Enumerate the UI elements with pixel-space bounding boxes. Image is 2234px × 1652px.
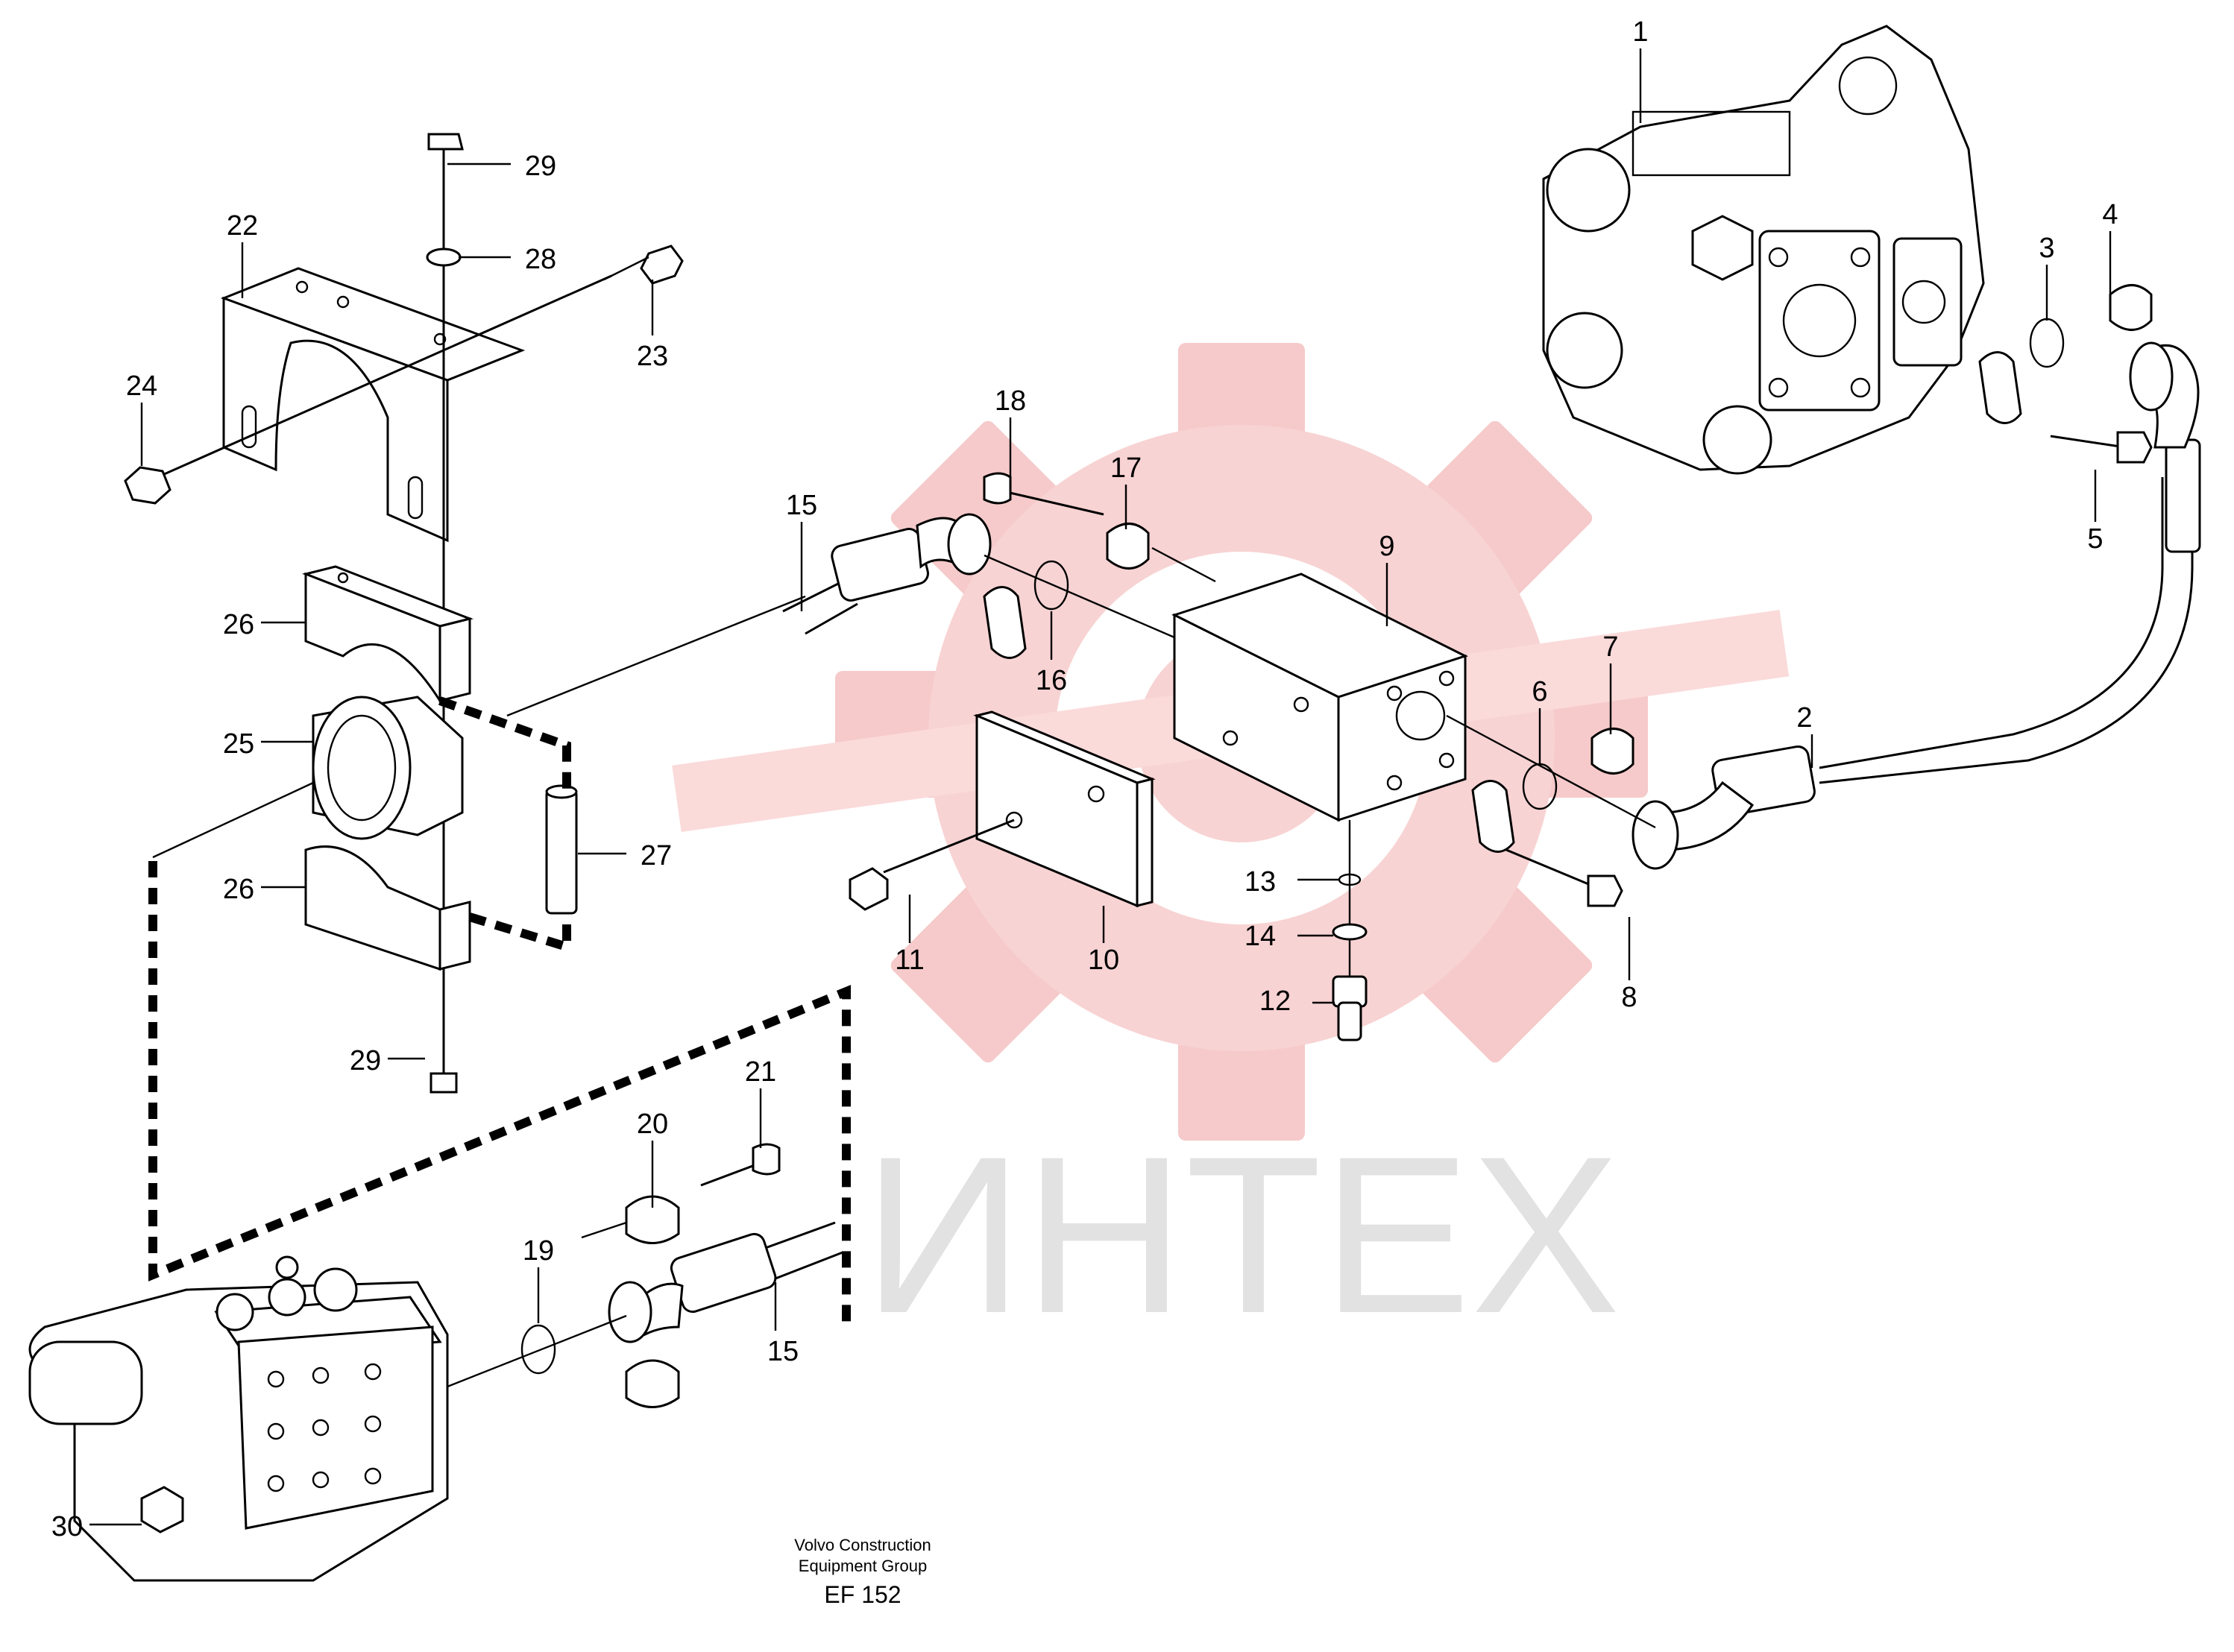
clamp-part-7	[1590, 728, 1634, 775]
plate-part-10	[973, 710, 1156, 908]
o-ring-part-19	[520, 1324, 556, 1375]
label-19: 19	[523, 1235, 554, 1267]
nut-part-24	[124, 466, 172, 505]
leader-lines	[89, 48, 2112, 1526]
bracket-part-22	[220, 267, 526, 543]
clamp-part-25	[312, 696, 464, 840]
clamp-half-near-block	[1471, 780, 1515, 853]
center-line-17	[1151, 546, 1216, 583]
bolt-part-8	[1505, 848, 1623, 907]
label-11: 11	[895, 945, 924, 976]
bolt-part-29-upper	[427, 133, 464, 151]
bolt-part-29-lower	[430, 969, 458, 1094]
label-18: 18	[995, 385, 1026, 417]
label-13: 13	[1245, 866, 1276, 898]
clamp-half-near-pump	[1978, 351, 2022, 424]
label-20: 20	[637, 1109, 668, 1140]
label-22: 22	[227, 210, 258, 242]
label-27: 27	[641, 840, 672, 871]
label-12: 12	[1259, 986, 1291, 1017]
label-30: 30	[51, 1511, 83, 1542]
label-25: 25	[223, 728, 254, 760]
o-ring-part-16	[1033, 560, 1069, 611]
bolt-part-23	[148, 245, 684, 482]
watermark-text: ИНТЕХ	[863, 1109, 1620, 1360]
washer-part-28	[426, 248, 462, 267]
label-6: 6	[1532, 676, 1547, 707]
label-3: 3	[2039, 233, 2054, 264]
label-24: 24	[126, 371, 157, 402]
center-line-25-to-15	[506, 595, 806, 717]
label-14: 14	[1245, 921, 1276, 952]
label-7: 7	[1602, 631, 1618, 663]
footer-company-line2: Equipment Group	[799, 1557, 927, 1575]
clamp-part-20	[625, 1195, 680, 1244]
label-29-upper: 29	[525, 151, 556, 182]
bolt-part-5	[2050, 431, 2153, 464]
label-10: 10	[1088, 945, 1119, 976]
callout-numbers: 1 2 3 4 5 6 7 8 9 10 11 12 13 14 15 15 1…	[51, 16, 2118, 1542]
bolt-part-11	[849, 819, 1015, 911]
pump-part-1	[1542, 25, 1985, 475]
label-23: 23	[637, 341, 668, 372]
valve-block-part-9	[1171, 573, 1468, 822]
clamp-part-26-upper	[302, 565, 473, 705]
dashed-link-long	[148, 861, 851, 1327]
label-5: 5	[2087, 523, 2103, 555]
label-8: 8	[1621, 982, 1637, 1013]
footer-reference-code: EF 152	[824, 1581, 901, 1608]
label-26-lower: 26	[223, 874, 254, 905]
center-line-30-to-15	[447, 1314, 627, 1388]
hose-part-15-lower	[608, 1221, 843, 1343]
dashed-link-upper	[438, 696, 571, 790]
hose-part-15-upper	[782, 513, 992, 635]
center-line-25-left	[152, 781, 314, 859]
bolt-part-18	[983, 472, 1104, 516]
center-line-20	[581, 1221, 627, 1239]
label-4: 4	[2102, 199, 2118, 230]
center-line-block-to-2	[1446, 714, 1656, 829]
label-29-lower: 29	[350, 1045, 381, 1076]
clamp-half-part-16-area	[983, 586, 1027, 659]
spacer-part-27	[545, 784, 578, 915]
control-valve-part-30	[28, 1255, 449, 1582]
label-2: 2	[1796, 702, 1812, 734]
clamp-part-26-lower	[304, 845, 471, 971]
clamp-half-part-15-lower	[625, 1359, 680, 1408]
label-28: 28	[525, 244, 556, 275]
label-21: 21	[745, 1056, 776, 1088]
label-15-upper: 15	[786, 490, 817, 521]
o-ring-part-3	[2029, 318, 2065, 368]
label-9: 9	[1379, 531, 1394, 562]
footer-company-line1: Volvo Construction	[794, 1536, 931, 1554]
dashed-link-lower	[468, 912, 571, 953]
footer-block: Volvo Construction Equipment Group EF 15…	[794, 1536, 931, 1608]
label-16: 16	[1036, 665, 1067, 696]
label-26-upper: 26	[223, 609, 254, 640]
nipple-part-12	[1332, 975, 1368, 1041]
clamp-part-17	[1106, 523, 1150, 570]
center-line-15-to-block	[984, 554, 1175, 639]
hose-part-2	[1632, 341, 2201, 870]
clamp-part-4	[2109, 284, 2153, 331]
label-17: 17	[1110, 453, 1142, 484]
bolt-part-21	[700, 1143, 781, 1187]
label-1: 1	[1632, 16, 1648, 48]
washer-part-14	[1332, 923, 1368, 941]
label-15-lower: 15	[767, 1336, 799, 1367]
